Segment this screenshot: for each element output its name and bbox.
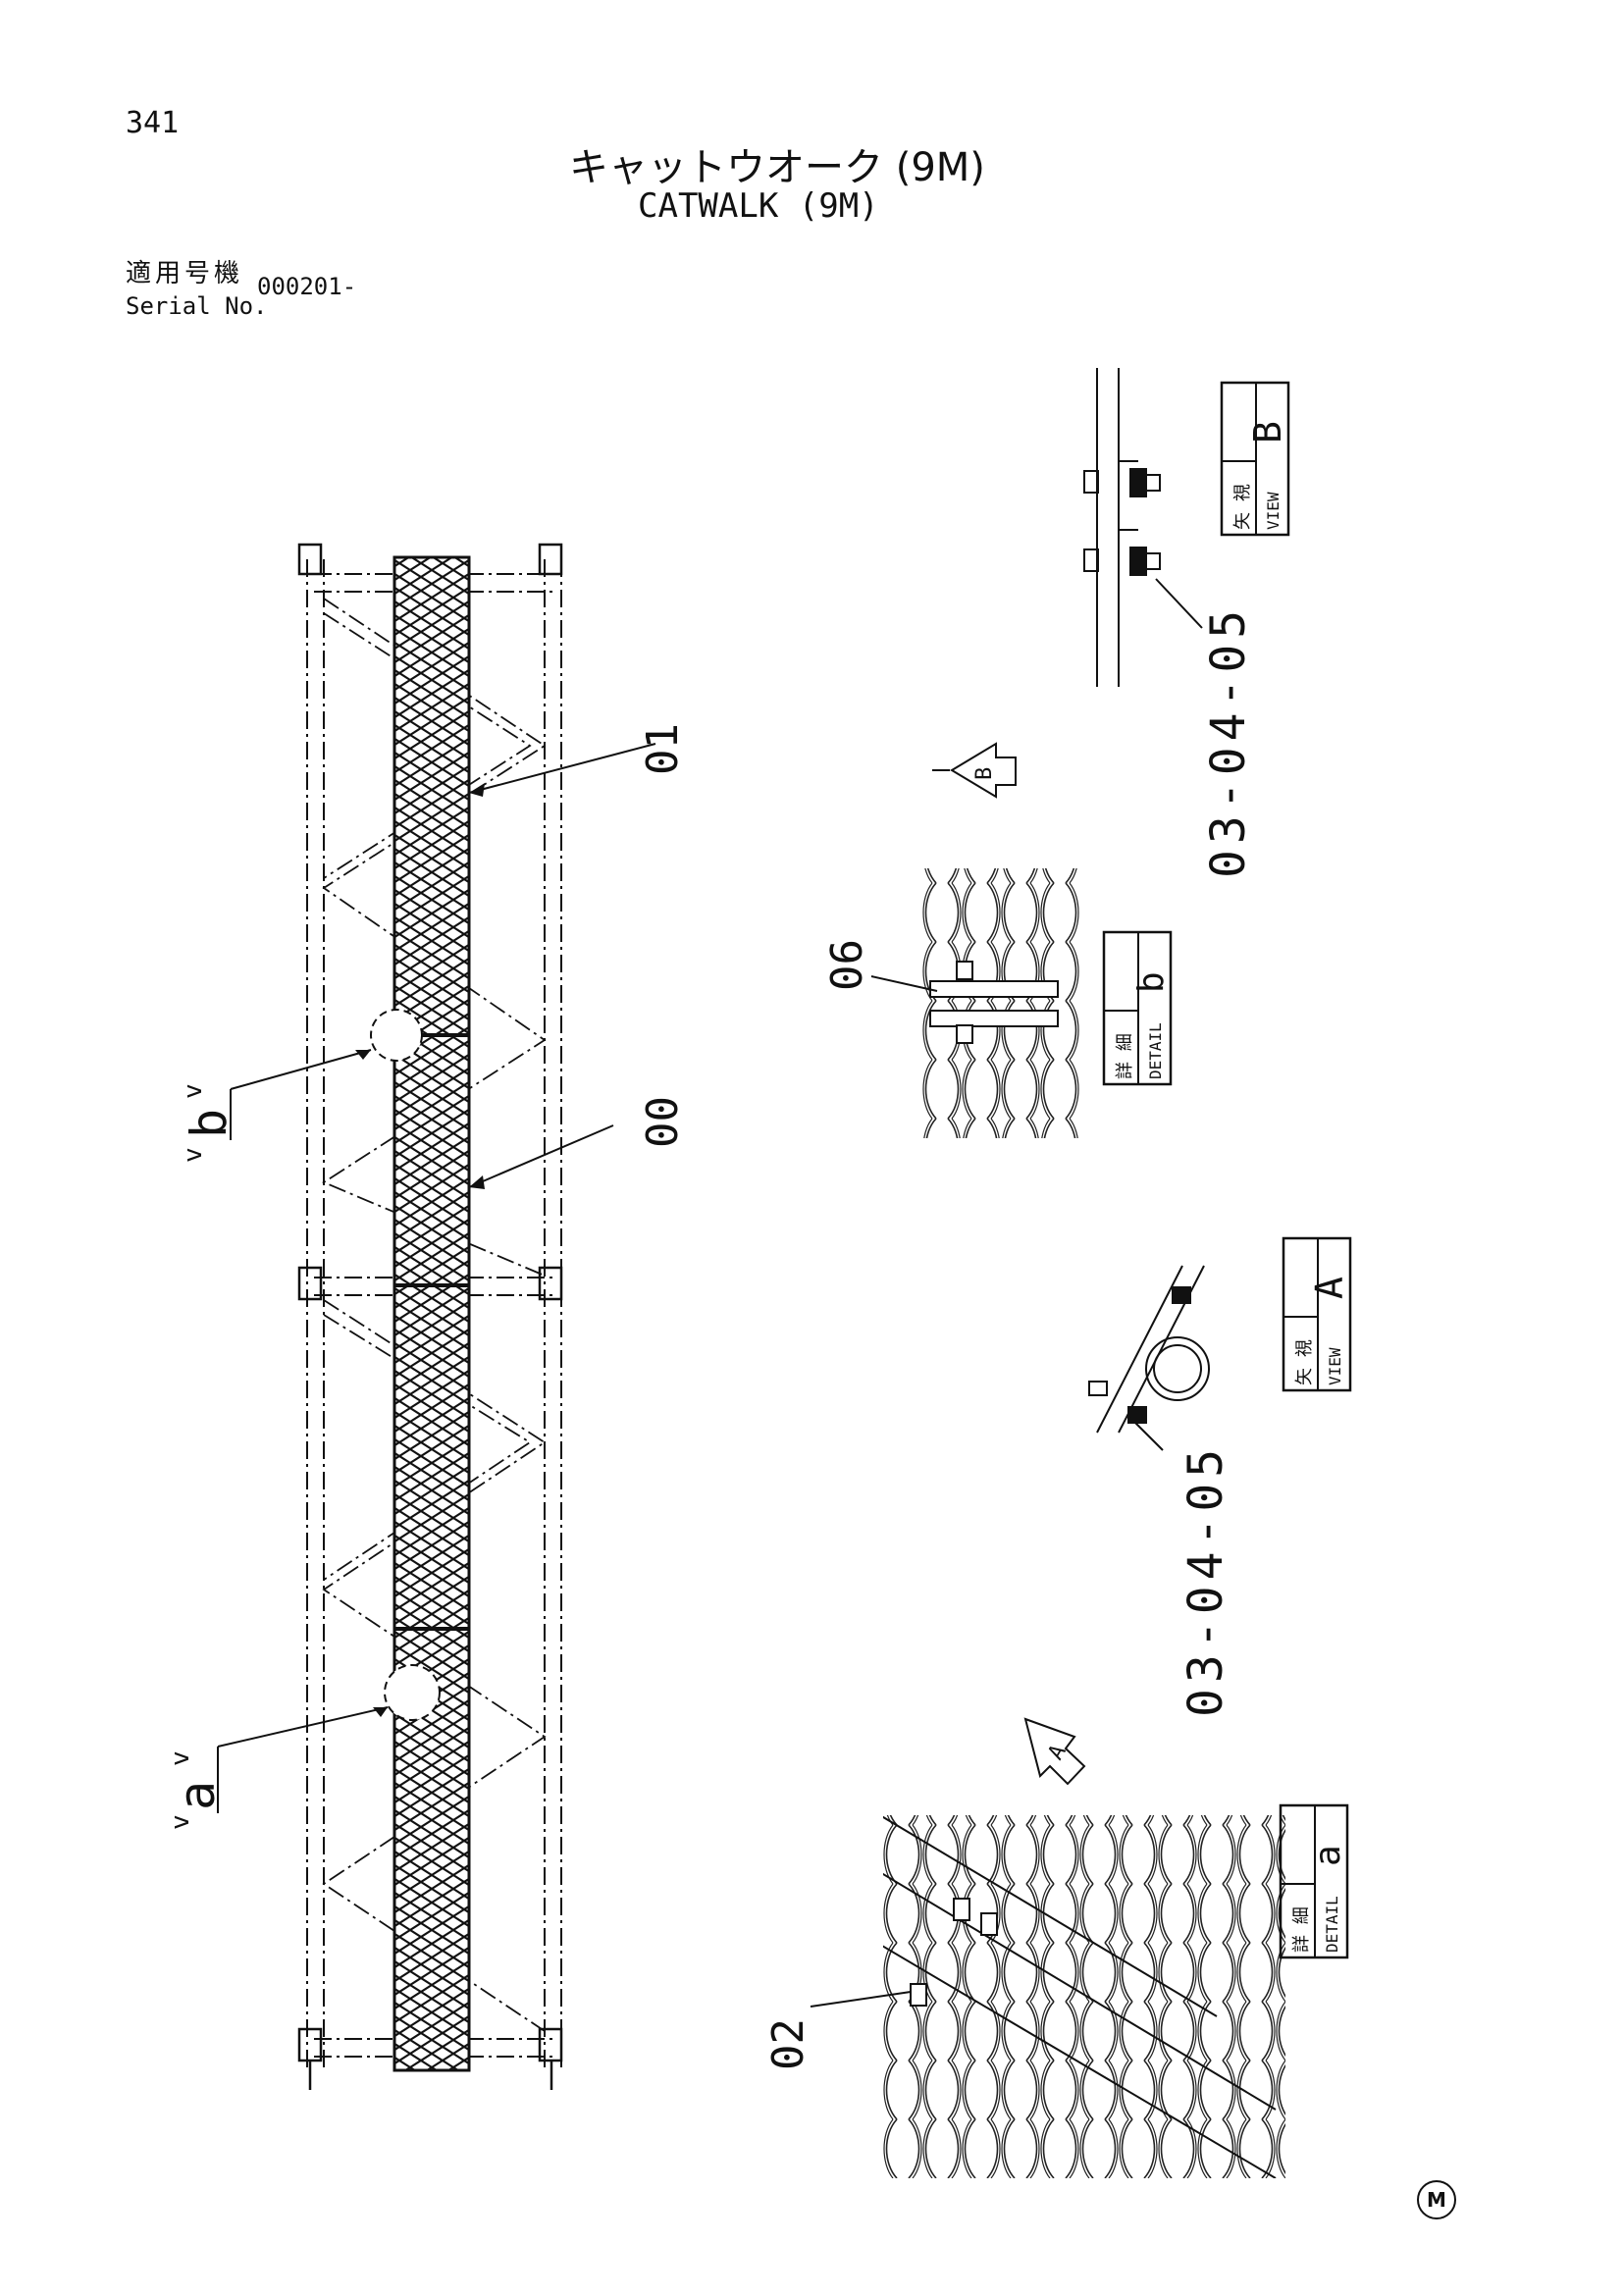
detail-b-callout: b [181,1109,237,1138]
view-a-label-jp: 矢 視 [1294,1339,1315,1385]
quote-mark: v [166,1814,195,1830]
view-a-drawing [1088,1265,1210,1451]
arrowhead-00 [469,1175,485,1189]
quote-mark: v [166,1750,195,1766]
view-a-box: 矢 視 VIEW A [1282,1236,1352,1392]
detail-a-callout: a [169,1781,226,1810]
view-arrow-b [932,742,1017,799]
view-b-letter: B [1246,421,1289,444]
callout-00: 00 [638,1096,688,1148]
leader-02 [810,1991,912,2008]
view-arrow-b-letter: B [972,767,997,780]
quote-mark: v [179,1147,208,1163]
detail-b-box: 詳 細 DETAIL b [1102,930,1173,1086]
view-a-label-en: VIEW [1326,1347,1344,1385]
callout-01: 01 [638,723,688,775]
detail-b-letter: b [1131,971,1172,993]
detail-b-drawing [922,868,1079,1138]
page-number: 341 [126,106,180,140]
view-b-ref-number: 03-04-05 [1201,604,1256,878]
serial-label-japanese: 適用号機 [126,259,244,288]
detail-a-box: 詳 細 DETAIL a [1279,1803,1349,1959]
title-english: CATWALK (9M) [638,186,879,226]
detail-a-label-jp: 詳 細 [1291,1906,1312,1953]
detail-a-label-en: DETAIL [1323,1896,1341,1953]
leader-06 [870,975,938,992]
arrowhead-a [373,1707,388,1717]
quote-mark: v [179,1083,208,1099]
view-arrow-a [1023,1717,1086,1786]
view-b-label-jp: 矢 視 [1232,484,1253,530]
manufacturer-mark-icon: M [1417,2180,1456,2219]
leader-lines-main [217,743,656,1813]
view-a-letter: A [1308,1277,1351,1299]
detail-a-drawing [883,1815,1285,2178]
serial-value: 000201- [257,273,357,300]
catwalk-mesh-panel [370,555,471,2072]
serial-label-english: Serial No. [126,292,268,320]
view-b-label-en: VIEW [1264,492,1283,530]
callout-06: 06 [822,939,872,991]
view-a-ref-number: 03-04-05 [1178,1443,1233,1717]
view-b-drawing [1083,368,1203,687]
detail-b-label-en: DETAIL [1146,1022,1165,1079]
arrowhead-01 [469,783,485,797]
arrowhead-b [355,1050,371,1060]
view-b-box: 矢 視 VIEW B [1220,381,1290,537]
title-japanese: キャットウオーク (9M) [569,145,985,190]
detail-b-label-jp: 詳 細 [1115,1033,1135,1079]
callout-02: 02 [763,2018,813,2070]
view-arrow-a-letter: A [1044,1741,1072,1764]
detail-a-letter: a [1308,1845,1348,1866]
